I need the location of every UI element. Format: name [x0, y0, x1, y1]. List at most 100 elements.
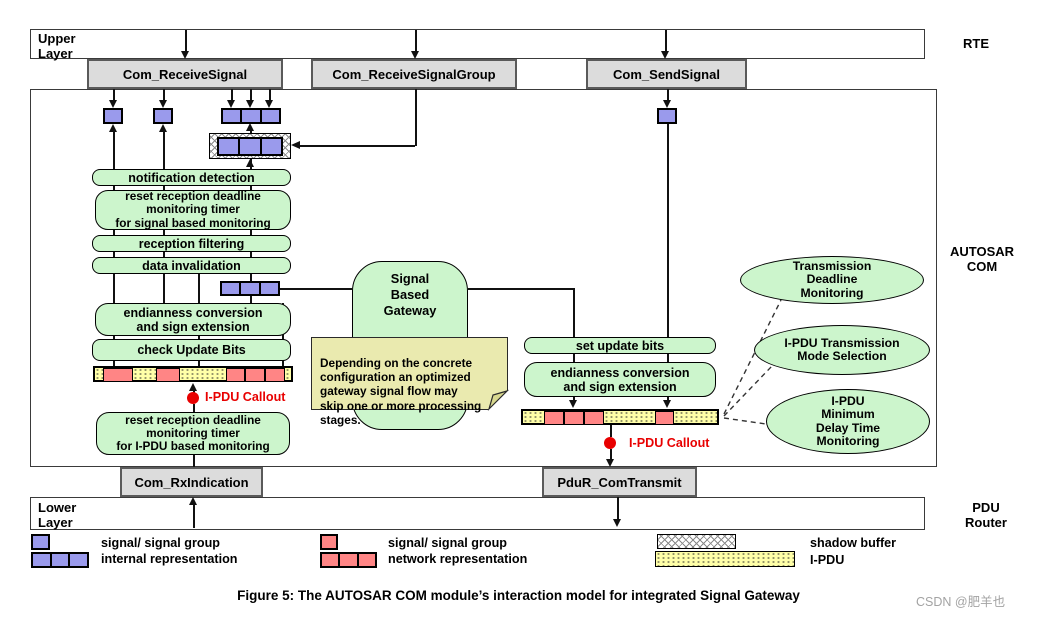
arrowhead-icon — [410, 51, 419, 59]
shadow-buffer — [209, 133, 291, 159]
ipdu-callout-label-left: I-PDU Callout — [205, 390, 286, 404]
lower-layer-box — [30, 497, 925, 530]
network-signal-segment — [245, 368, 266, 382]
pdur-com-transmit-label: PduR_ComTransmit — [557, 474, 682, 490]
connector-line — [610, 425, 612, 437]
ipdu-callout-label-right: I-PDU Callout — [629, 436, 710, 450]
step-reset-ipdu-monitoring: reset reception deadline monitoring time… — [96, 412, 290, 455]
arrowhead-icon — [158, 124, 167, 132]
signal-cell — [338, 554, 356, 566]
connector-line — [113, 89, 115, 101]
upper-layer-label: Upper Layer — [38, 31, 76, 62]
connector-line — [665, 30, 667, 52]
arrowhead-icon — [245, 123, 254, 131]
ipdu-callout-point — [187, 392, 199, 404]
pdur-com-transmit-box: PduR_ComTransmit — [542, 467, 697, 497]
ipdu-segment — [132, 368, 156, 380]
legend-internal-signal-swatch — [31, 534, 50, 550]
gateway-note: Depending on the concrete configuration … — [311, 337, 509, 427]
pdu-router-label: PDU Router — [965, 500, 1007, 531]
rte-label: RTE — [963, 36, 989, 51]
arrowhead-icon — [660, 51, 669, 59]
signal-cell — [240, 110, 259, 122]
ipdu-segment — [95, 368, 103, 380]
arrowhead-icon — [245, 100, 254, 108]
network-signal-segment — [265, 368, 286, 382]
step-endianness-right: endianness conversion and sign extension — [524, 362, 716, 397]
connector-line — [193, 390, 195, 393]
signal-cell — [322, 554, 338, 566]
connector-line — [193, 404, 195, 412]
signal-cell — [223, 110, 240, 122]
network-signal-segment — [155, 368, 181, 382]
arrowhead-icon — [612, 519, 621, 527]
signal-cell — [258, 283, 278, 294]
connector-line — [667, 124, 669, 401]
com-receive-signal-group-label: Com_ReceiveSignalGroup — [332, 66, 496, 82]
signal-cell — [259, 110, 279, 122]
connector-line — [193, 504, 195, 528]
network-signal-segment — [584, 411, 605, 425]
ipdu-callout-point — [604, 437, 616, 449]
network-signal-segment — [543, 411, 565, 425]
arrowhead-icon — [605, 459, 614, 467]
connector-line — [667, 89, 669, 101]
figure-caption: Figure 5: The AUTOSAR COM module’s inter… — [237, 588, 800, 603]
step-set-update-bits: set update bits — [524, 337, 716, 354]
ipdu-segment — [180, 368, 226, 380]
signal-cell — [68, 554, 87, 566]
step-reset-signal-monitoring: reset reception deadline monitoring time… — [95, 190, 291, 230]
connector-line — [250, 89, 252, 101]
upper-layer-box — [30, 29, 925, 59]
legend-network-text-1: signal/ signal group — [388, 536, 507, 550]
connector-line — [617, 497, 619, 520]
signal-cell — [219, 139, 238, 154]
connector-line — [415, 89, 417, 146]
connector-line — [610, 449, 612, 460]
connector-line — [193, 455, 195, 467]
ipdu-bar-right — [521, 409, 719, 425]
legend-shadow-buffer-text: shadow buffer — [810, 536, 897, 550]
ipdu-bar-left — [93, 366, 293, 382]
signal-cell — [33, 554, 50, 566]
signal-cell — [657, 108, 677, 124]
com-send-signal-box: Com_SendSignal — [586, 59, 747, 89]
arrowhead-icon — [108, 100, 117, 108]
legend-network-signal-swatch — [320, 534, 338, 550]
network-signal-segment — [102, 368, 133, 382]
signal-cell — [239, 283, 258, 294]
gateway-note-text: Depending on the concrete configuration … — [320, 356, 482, 427]
arrowhead-icon — [226, 100, 235, 108]
ipdu-segment — [674, 411, 717, 423]
ipdu-segment — [604, 411, 655, 423]
arrowhead-icon — [180, 51, 189, 59]
signal-cell — [153, 108, 173, 124]
signal-group-cells — [221, 108, 281, 124]
connector-line — [299, 145, 415, 147]
signal-cell — [222, 283, 239, 294]
signal-cell — [356, 554, 375, 566]
step-notification-detection: notification detection — [92, 169, 291, 186]
connector-line — [269, 89, 271, 101]
autosar-com-label: AUTOSAR COM — [949, 244, 1015, 275]
arrowhead-icon — [188, 383, 197, 391]
arrowhead-icon — [662, 400, 671, 408]
arrowhead-icon — [662, 100, 671, 108]
connector-line — [185, 30, 187, 52]
step-endianness-left: endianness conversion and sign extension — [95, 303, 291, 336]
com-rx-indication-label: Com_RxIndication — [134, 474, 249, 490]
connector-line — [163, 89, 165, 101]
signal-cell — [49, 554, 69, 566]
arrowhead-icon — [108, 124, 117, 132]
step-check-update-bits: check Update Bits — [92, 339, 291, 361]
lower-layer-label: Lower Layer — [38, 500, 77, 531]
ipdu-minimum-delay-monitoring-ellipse: I-PDU Minimum Delay Time Monitoring — [766, 389, 930, 454]
transmission-deadline-monitoring-ellipse: Transmission Deadline Monitoring — [740, 256, 924, 304]
legend-ipdu-text: I-PDU — [810, 553, 845, 567]
connector-line — [415, 30, 417, 52]
legend-network-text-2: network representation — [388, 552, 528, 566]
signal-group-cells — [220, 281, 280, 296]
signal-cell — [238, 138, 259, 154]
connector-line — [250, 296, 252, 303]
